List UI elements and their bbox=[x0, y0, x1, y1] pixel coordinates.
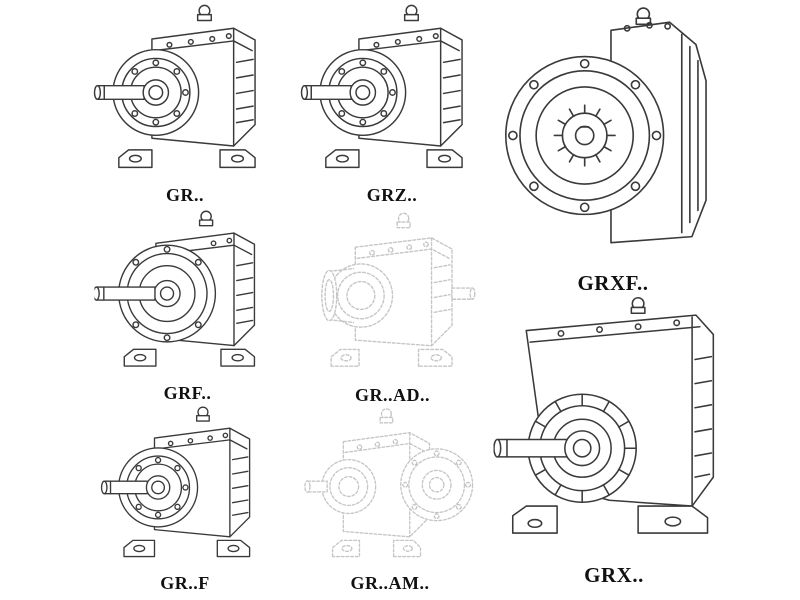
gearbox-label-gr-am: GR..AM.. bbox=[350, 573, 430, 593]
gearbox-drawing-grxf bbox=[488, 2, 738, 270]
gearbox-label-grx: GRX.. bbox=[584, 563, 644, 587]
gearbox-figure-grf: GRF.. bbox=[85, 208, 290, 406]
gearbox-label-grf: GRF.. bbox=[163, 383, 212, 403]
gearbox-figure-gr: GR.. bbox=[85, 2, 285, 208]
gearbox-drawing-grf bbox=[85, 208, 290, 380]
gearbox-drawing-gr-ad bbox=[290, 210, 495, 382]
gearbox-figure-gr-am: GR..AM.. bbox=[290, 404, 490, 596]
gearbox-label-gr-ad: GR..AD.. bbox=[355, 385, 430, 405]
gearbox-figure-gr-ad: GR..AD.. bbox=[290, 210, 495, 408]
gearbox-drawing-gr bbox=[85, 2, 285, 182]
gearbox-figure-grx: GRX.. bbox=[488, 292, 740, 588]
gearbox-figure-grxf: GRXF.. bbox=[488, 2, 738, 296]
gearbox-drawing-grz bbox=[292, 2, 492, 182]
gearbox-figure-grz: GRZ.. bbox=[292, 2, 492, 208]
gearbox-figure-gr-f: GR..F bbox=[85, 404, 285, 596]
gearbox-label-gr: GR.. bbox=[166, 185, 204, 205]
gearbox-drawing-gr-am bbox=[290, 404, 490, 570]
gearbox-drawing-gr-f bbox=[85, 404, 285, 570]
gearbox-drawing-grx bbox=[488, 292, 740, 562]
gearbox-label-grz: GRZ.. bbox=[366, 185, 418, 205]
gearbox-label-gr-f: GR..F bbox=[160, 573, 210, 593]
gearbox-label-grxf: GRXF.. bbox=[577, 271, 649, 295]
